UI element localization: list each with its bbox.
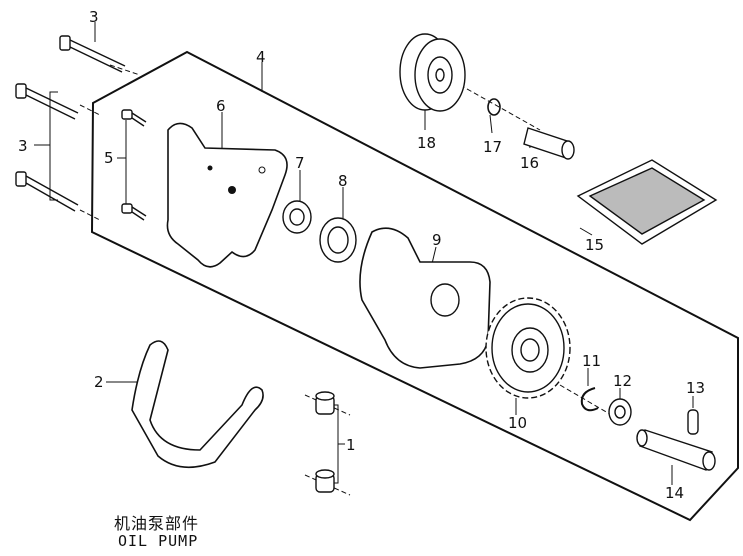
callout-7: 7 [295, 154, 305, 172]
callout-3-top: 3 [89, 8, 99, 26]
screw-icon [121, 109, 147, 221]
circlip-icon [580, 387, 599, 412]
gasket-icon [131, 340, 264, 469]
pulley-cap-icon [399, 33, 466, 112]
callout-4: 4 [256, 48, 266, 66]
pump-shaft-bore-icon [430, 283, 460, 317]
pump-housing-outline [90, 50, 739, 522]
outer-rotor-icon [319, 217, 357, 263]
callout-8: 8 [338, 172, 348, 190]
callout-1: 1 [346, 436, 356, 454]
callout-14: 14 [665, 484, 684, 502]
callout-3-left: 3 [18, 137, 28, 155]
callout-11: 11 [582, 352, 601, 370]
bolt-icon [15, 35, 126, 212]
inner-rotor-icon [282, 200, 312, 234]
callout-15: 15 [585, 236, 604, 254]
cover-hole-icon [207, 165, 213, 171]
diagram-title-english: OIL PUMP [118, 532, 199, 550]
sprocket-icon [485, 297, 571, 399]
diagram-title-chinese: 机油泵部件 [114, 514, 200, 533]
callout-2: 2 [94, 373, 104, 391]
oil-strainer-icon [576, 159, 718, 245]
cover-hole-icon [258, 166, 266, 174]
callout-18: 18 [417, 134, 436, 152]
pin-icon [687, 409, 699, 435]
callout-16: 16 [520, 154, 539, 172]
callout-6: 6 [216, 97, 226, 115]
callout-10: 10 [508, 414, 527, 432]
plug-bolt-icon [523, 127, 575, 160]
o-ring-icon [487, 98, 501, 116]
pump-body-icon [359, 227, 491, 369]
dowel-pin-icon [315, 391, 335, 493]
cover-hole-icon [228, 186, 236, 194]
callout-5: 5 [104, 149, 114, 167]
washer-icon [608, 398, 632, 426]
callout-17: 17 [483, 138, 502, 156]
pump-cover-plate-icon [166, 122, 288, 268]
pump-shaft-icon [636, 429, 716, 471]
callout-13: 13 [686, 379, 705, 397]
callout-12: 12 [613, 372, 632, 390]
callout-9: 9 [432, 231, 442, 249]
